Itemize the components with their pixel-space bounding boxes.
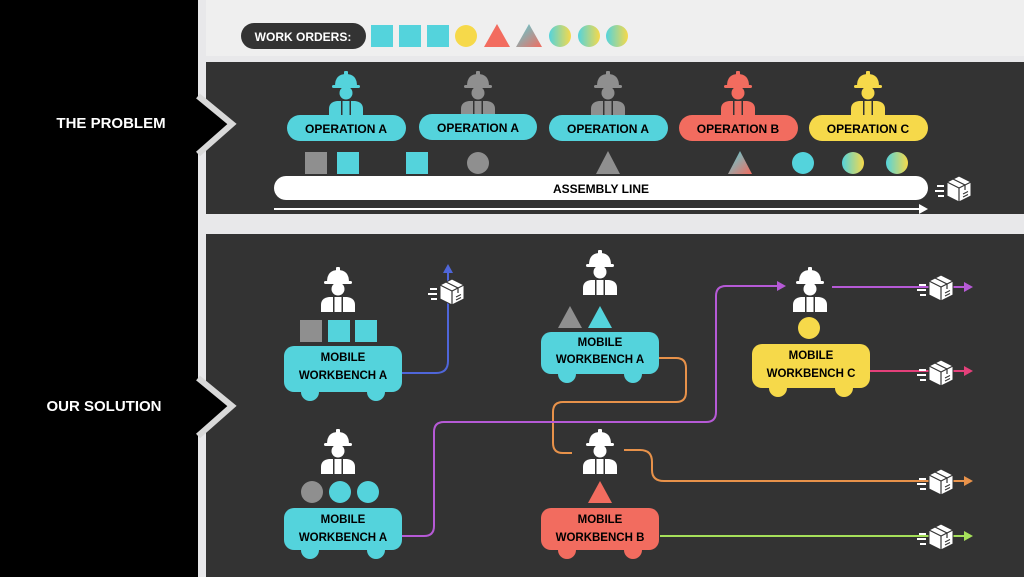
arrowhead	[443, 264, 453, 273]
wheel	[835, 379, 853, 397]
workbench-line1: MOBILE	[321, 514, 366, 526]
wheel	[624, 365, 642, 383]
workbench-a-bottom: MOBILE WORKBENCH A	[284, 429, 402, 559]
item-circle	[357, 481, 379, 503]
wheel	[301, 383, 319, 401]
workbench-line1: MOBILE	[321, 352, 366, 364]
wheel	[301, 541, 319, 559]
workbench-line2: WORKBENCH A	[299, 370, 387, 382]
item-triangle	[596, 151, 620, 174]
order-circle	[455, 25, 477, 47]
workbench-line1: MOBILE	[789, 350, 834, 362]
sidebar-chevron-solution	[196, 375, 237, 439]
flow-arrowhead	[919, 204, 928, 214]
workbench-b: MOBILE WORKBENCH B	[541, 429, 659, 559]
solution-heading: OUR SOLUTION	[47, 398, 162, 415]
order-square	[399, 25, 421, 47]
item-triangle	[588, 481, 612, 503]
workbench-a-top: MOBILE WORKBENCH A	[284, 267, 402, 401]
item-circle	[798, 317, 820, 339]
arrowhead	[964, 282, 973, 292]
item-circle	[329, 481, 351, 503]
wheel	[367, 541, 385, 559]
order-circle	[549, 25, 571, 47]
station-operation-a-2: OPERATION A	[419, 71, 537, 140]
order-triangle	[484, 24, 510, 47]
order-square	[427, 25, 449, 47]
item-square	[355, 320, 377, 342]
workbench-body	[541, 332, 659, 374]
station-label: OPERATION C	[827, 122, 910, 136]
wheel	[769, 379, 787, 397]
station-label: OPERATION A	[437, 121, 519, 135]
item-square	[406, 152, 428, 174]
station-operation-a-3: OPERATION A	[549, 71, 668, 141]
station-operation-c: OPERATION C	[809, 71, 928, 141]
workbench-body	[752, 344, 870, 388]
station-label: OPERATION A	[305, 122, 387, 136]
workbench-line2: WORKBENCH A	[299, 532, 387, 544]
flow-path-blue	[400, 270, 449, 374]
arrowhead	[777, 281, 786, 291]
item-square	[305, 152, 327, 174]
item-triangle	[588, 306, 612, 328]
workbench-line2: WORKBENCH B	[556, 532, 645, 544]
workbench-body	[284, 508, 402, 550]
workbench-body	[541, 508, 659, 550]
item-circle	[842, 152, 864, 174]
order-triangle	[516, 24, 542, 47]
problem-heading: THE PROBLEM	[56, 115, 165, 132]
order-square	[371, 25, 393, 47]
sidebar-chevron-problem	[196, 93, 237, 157]
sidebar	[0, 0, 232, 577]
item-circle	[467, 152, 489, 174]
workbench-line1: MOBILE	[578, 514, 623, 526]
workbench-a-middle: MOBILE WORKBENCH A	[541, 250, 659, 383]
assembly-line-label: ASSEMBLY LINE	[553, 182, 649, 196]
workbench-c: MOBILE WORKBENCH C	[752, 267, 870, 397]
wheel	[624, 541, 642, 559]
station-label: OPERATION A	[567, 122, 649, 136]
work-orders-pill	[241, 23, 366, 49]
workbench-line2: WORKBENCH C	[767, 368, 856, 380]
solution-flows	[400, 264, 973, 541]
assembly-line-bar	[274, 176, 928, 200]
workbench-line1: MOBILE	[578, 337, 623, 349]
flow-path-orange	[552, 357, 687, 454]
arrowhead	[964, 366, 973, 376]
order-circle	[578, 25, 600, 47]
item-square	[337, 152, 359, 174]
flow-path-purple	[400, 285, 780, 537]
wheel	[558, 541, 576, 559]
wheel	[367, 383, 385, 401]
order-circle	[606, 25, 628, 47]
workbench-line2: WORKBENCH A	[556, 354, 644, 366]
item-circle	[792, 152, 814, 174]
item-triangle	[728, 151, 752, 174]
station-label: OPERATION B	[697, 122, 780, 136]
workbench-body	[284, 346, 402, 392]
station-operation-a-1: OPERATION A	[287, 71, 406, 141]
item-circle	[301, 481, 323, 503]
work-orders-queue	[371, 24, 628, 47]
line-items	[305, 151, 908, 174]
arrowhead	[964, 476, 973, 486]
work-orders-label: WORK ORDERS:	[255, 30, 352, 44]
item-triangle	[558, 306, 582, 328]
arrowhead	[964, 531, 973, 541]
item-square	[300, 320, 322, 342]
item-circle	[886, 152, 908, 174]
item-square	[328, 320, 350, 342]
flow-path-orange-out	[624, 449, 966, 482]
wheel	[558, 365, 576, 383]
station-operation-b: OPERATION B	[679, 71, 798, 141]
